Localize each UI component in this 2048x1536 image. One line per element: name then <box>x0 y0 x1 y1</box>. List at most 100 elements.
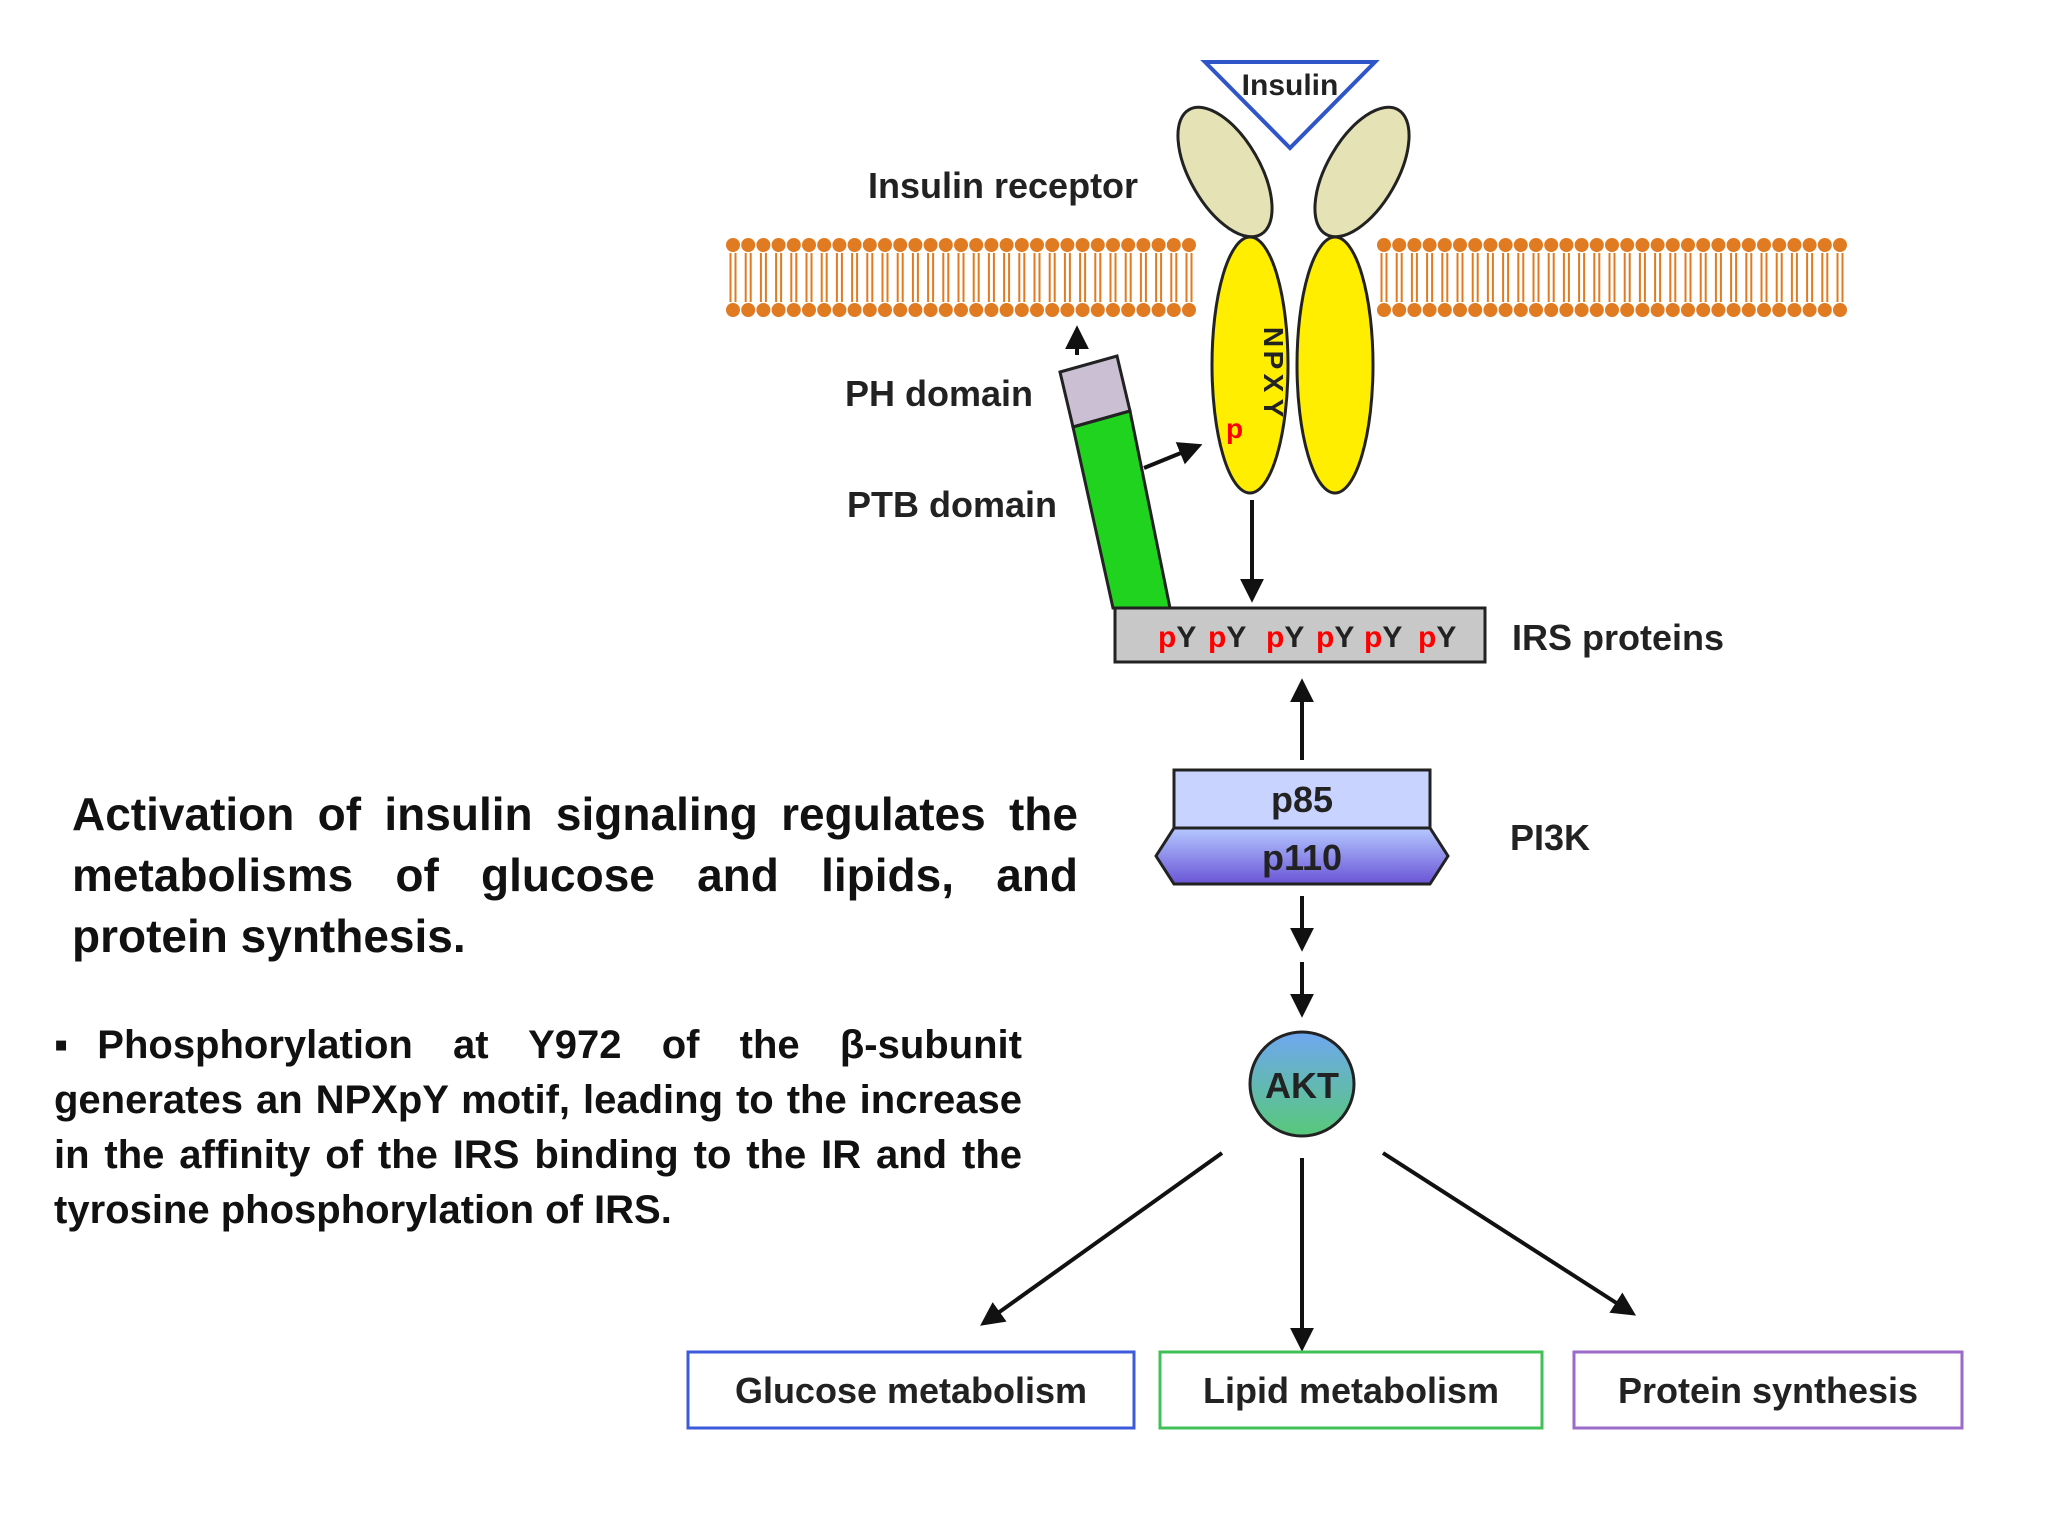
protein-synthesis-label: Protein synthesis <box>1618 1370 1918 1411</box>
insulin-receptor-label: Insulin receptor <box>868 165 1138 206</box>
lipid-head <box>1529 303 1543 317</box>
lipid-tails <box>1638 253 1646 302</box>
lipid-head <box>1136 238 1151 252</box>
lipid-tails <box>1517 253 1525 302</box>
phosphorylation-note: ▪Phosphorylation at Y972 of the β-subuni… <box>54 1018 1022 1238</box>
akt-to-protein-arrow <box>1381 1151 1637 1316</box>
lipid-tails <box>1730 253 1738 302</box>
lipid-head <box>832 303 847 317</box>
lipid-head <box>984 303 999 317</box>
lipid-head <box>1787 238 1802 252</box>
lipid-head <box>1136 303 1151 317</box>
lipid-head <box>1014 238 1029 252</box>
lipid-tails <box>835 253 843 302</box>
alpha-subunit-left <box>1176 105 1274 239</box>
lipid-head <box>1817 303 1832 317</box>
lipid-tails <box>1018 253 1026 302</box>
lipid-head <box>999 303 1014 317</box>
lipid-head <box>817 238 832 252</box>
lipid-head <box>969 303 984 317</box>
lipid-tails <box>1395 253 1403 302</box>
lipid-head <box>1681 238 1695 252</box>
lipid-tails <box>1593 253 1601 302</box>
lipid-head <box>1392 238 1407 252</box>
lipid-tails <box>942 253 950 302</box>
lipid-head <box>984 238 999 252</box>
pi3k-label: PI3K <box>1510 817 1590 858</box>
lipid-head <box>771 238 786 252</box>
lipid-head <box>1090 238 1105 252</box>
lipid-head <box>1121 238 1136 252</box>
lipid-head <box>1075 238 1090 252</box>
lipid-tails <box>1821 253 1829 302</box>
site-4-y: Y <box>1334 621 1354 654</box>
lipid-head <box>1620 303 1635 317</box>
lipid-head <box>1802 238 1817 252</box>
lipid-head <box>1166 303 1181 317</box>
lipid-head <box>1635 303 1650 317</box>
lipid-head <box>1014 303 1029 317</box>
lipid-head <box>923 238 938 252</box>
lipid-head <box>1513 238 1528 252</box>
glucose-metabolism-box <box>686 1350 1136 1430</box>
lipid-head <box>847 238 862 252</box>
lipid-head <box>1605 238 1619 252</box>
lipid-head <box>1605 303 1619 317</box>
lipid-tails <box>775 253 783 302</box>
lipid-tails <box>1109 253 1117 302</box>
lipid-head <box>1513 303 1528 317</box>
lipid-head <box>1453 303 1467 317</box>
lipid-head <box>1407 303 1422 317</box>
lipid-head <box>756 303 771 317</box>
lipid-tails <box>1760 253 1768 302</box>
lipid-head <box>1392 303 1407 317</box>
site-4-p: p <box>1316 621 1334 654</box>
akt-label: AKT <box>1265 1065 1339 1106</box>
lipid-tails <box>805 253 813 302</box>
membrane-right <box>1377 238 1847 317</box>
lipid-tails <box>1426 253 1434 302</box>
irs-domains: PH domain PTB domain <box>845 325 1203 610</box>
lipid-tails <box>911 253 919 302</box>
lipid-tails <box>1380 253 1388 302</box>
lipid-head <box>771 303 786 317</box>
lipid-head <box>786 238 801 252</box>
note-bullet: ▪ <box>54 1023 98 1067</box>
lipid-head <box>1681 303 1695 317</box>
lipid-head <box>1182 303 1196 317</box>
site-6-y: Y <box>1436 621 1456 654</box>
lipid-head <box>1045 303 1060 317</box>
lipid-tails <box>1669 253 1677 302</box>
lipid-head <box>1544 238 1559 252</box>
p110-subunit <box>1154 826 1450 886</box>
irs-proteins: pY pY pY pY pY pY IRS proteins <box>1113 500 1724 664</box>
lipid-head <box>1498 303 1513 317</box>
motif-y: Y <box>1258 399 1289 418</box>
lipid-tails <box>1502 253 1510 302</box>
lipid-head <box>847 303 862 317</box>
lipid-head <box>1437 238 1452 252</box>
ptb-domain-block <box>1071 409 1172 610</box>
lipid-head <box>1817 238 1832 252</box>
lipid-head <box>862 303 877 317</box>
headline-text: Activation of insulin signaling regulate… <box>72 788 1078 962</box>
lipid-head <box>741 303 756 317</box>
lipid-head <box>954 238 968 252</box>
lipid-head <box>1106 303 1120 317</box>
lipid-head <box>1468 303 1483 317</box>
lipid-head <box>969 238 984 252</box>
lipid-tails <box>1547 253 1555 302</box>
lipid-tails <box>972 253 980 302</box>
lipid-head <box>1650 238 1665 252</box>
lipid-head <box>1075 303 1090 317</box>
lipid-tails <box>1063 253 1071 302</box>
lipid-head <box>1453 238 1467 252</box>
lipid-tails <box>1079 253 1087 302</box>
ptb-domain-label: PTB domain <box>847 484 1057 525</box>
lipid-head <box>1741 303 1756 317</box>
akt-node <box>1248 1030 1356 1138</box>
lipid-head <box>1030 303 1044 317</box>
lipid-tails <box>1562 253 1570 302</box>
lipid-head <box>1772 238 1787 252</box>
